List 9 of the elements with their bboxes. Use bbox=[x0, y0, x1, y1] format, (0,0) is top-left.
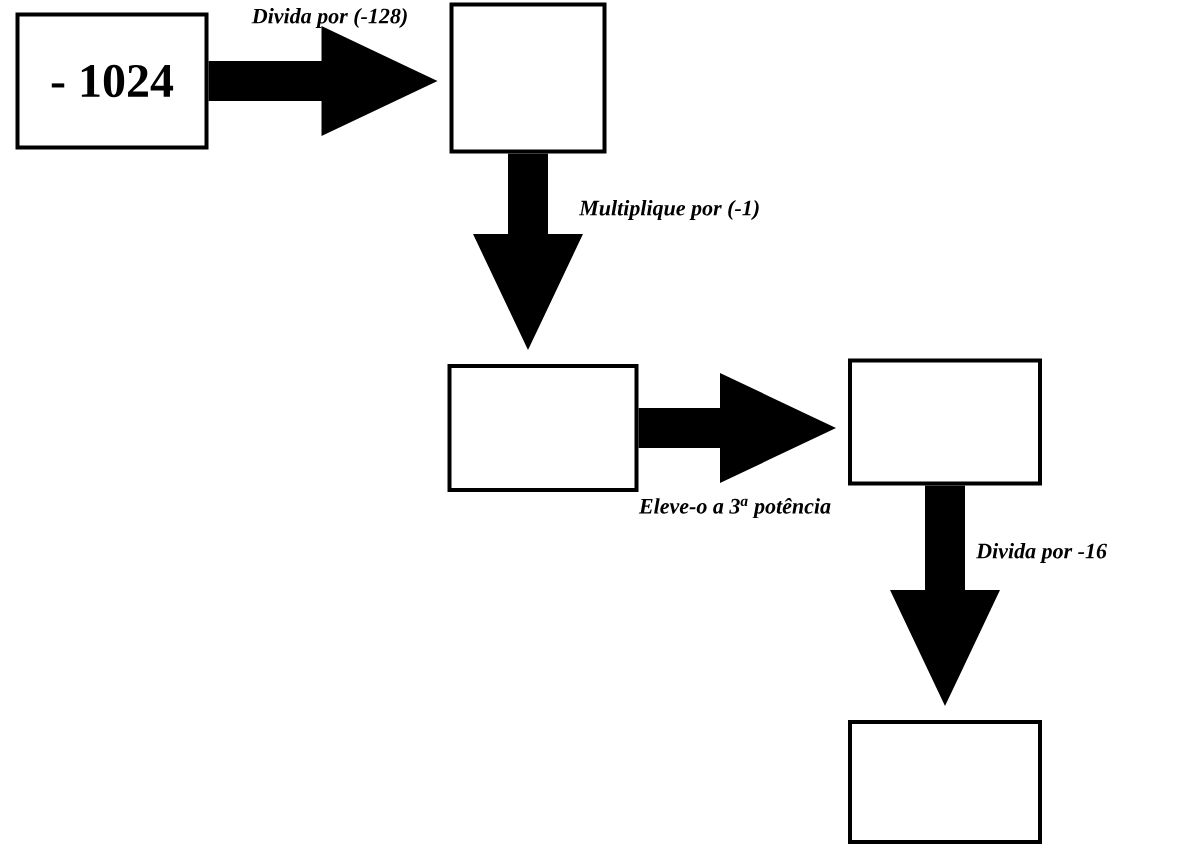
edge-label: Multiplique por (-1) bbox=[578, 200, 759, 220]
edge-label: Divida por -16 bbox=[976, 543, 1107, 563]
empty-box bbox=[449, 2, 607, 154]
edge-label: Eleve-o a 3$^{a}$ potência bbox=[638, 497, 831, 519]
empty-box bbox=[848, 358, 1042, 486]
number-box: - 1024 bbox=[15, 12, 209, 150]
empty-box bbox=[848, 720, 1042, 844]
edge-label: Divida por (-128) bbox=[251, 8, 407, 28]
empty-box bbox=[447, 364, 639, 492]
